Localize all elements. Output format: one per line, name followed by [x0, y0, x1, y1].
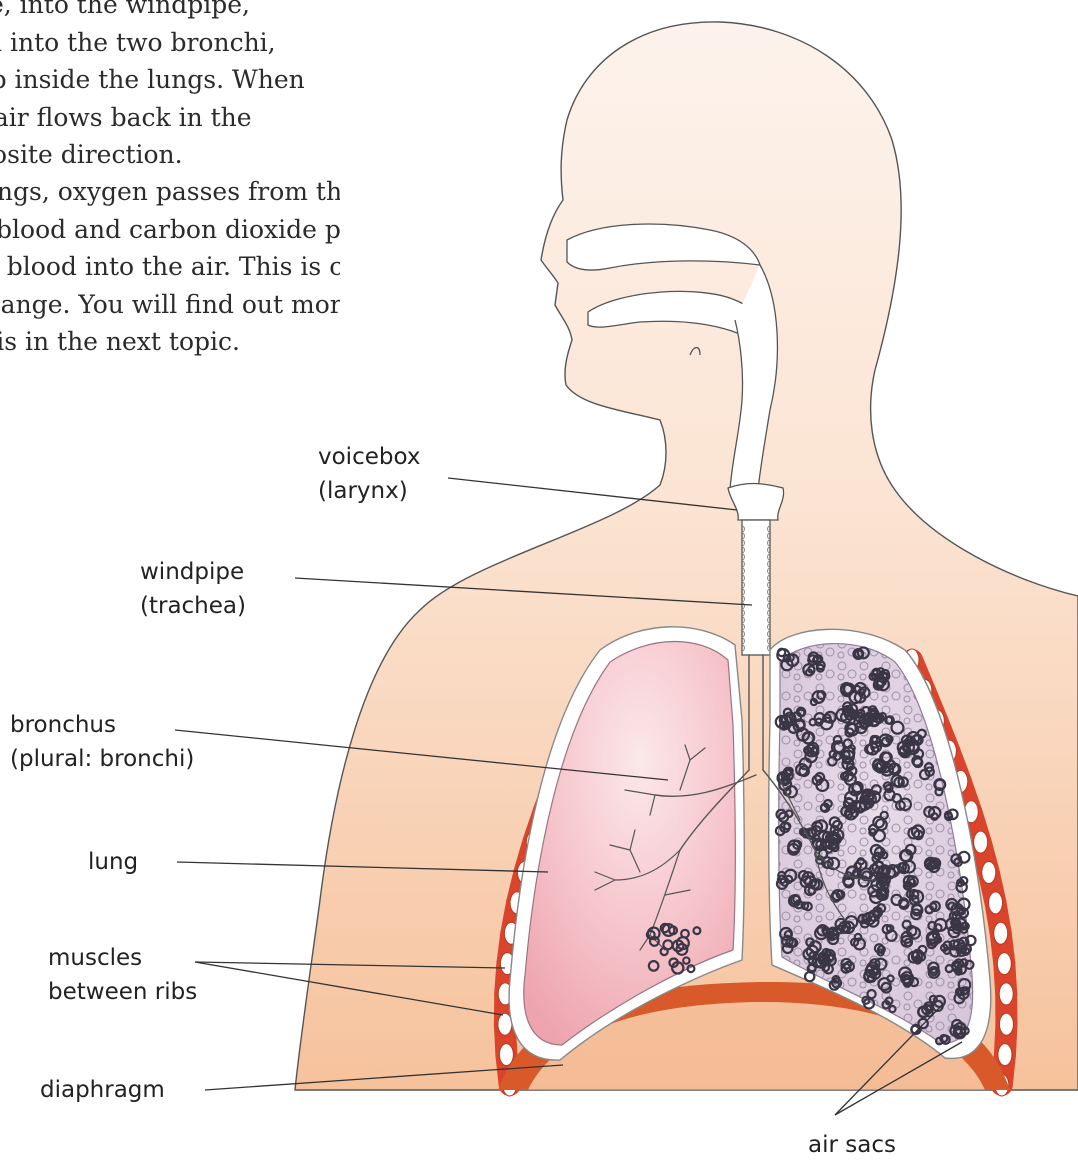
label-lung-line: lung	[88, 845, 138, 879]
trachea	[742, 520, 770, 655]
label-windpipe-line: (trachea)	[140, 589, 246, 623]
label-air-sacs: air sacs	[808, 1128, 896, 1162]
air-sac	[789, 895, 800, 906]
label-windpipe: windpipe (trachea)	[140, 555, 246, 623]
label-voicebox: voicebox (larynx)	[318, 440, 420, 508]
rib-cross-section	[998, 1044, 1012, 1066]
label-windpipe-line: windpipe	[140, 555, 246, 589]
label-diaphragm: diaphragm	[40, 1073, 165, 1107]
label-bronchus-line: bronchus	[10, 708, 194, 742]
label-muscles-between-ribs: muscles between ribs	[48, 941, 197, 1009]
rib-cross-section	[999, 1013, 1013, 1035]
air-sac	[845, 723, 858, 737]
rib-cross-section	[994, 922, 1008, 944]
label-lung: lung	[88, 845, 138, 879]
rib-cross-section	[982, 862, 996, 884]
label-bronchus-line: (plural: bronchi)	[10, 742, 194, 776]
rib-cross-section	[999, 983, 1013, 1005]
rib-cross-section	[974, 831, 988, 853]
label-muscles-line: between ribs	[48, 975, 197, 1009]
label-air-sacs-line: air sacs	[808, 1128, 896, 1162]
label-muscles-line: muscles	[48, 941, 197, 975]
label-diaphragm-line: diaphragm	[40, 1073, 165, 1107]
rib-cross-section	[989, 892, 1003, 914]
rib-cross-section	[499, 1044, 513, 1066]
rib-cross-section	[997, 953, 1011, 975]
label-voicebox-line: voicebox	[318, 440, 420, 474]
label-voicebox-line: (larynx)	[318, 474, 420, 508]
label-bronchus: bronchus (plural: bronchi)	[10, 708, 194, 776]
